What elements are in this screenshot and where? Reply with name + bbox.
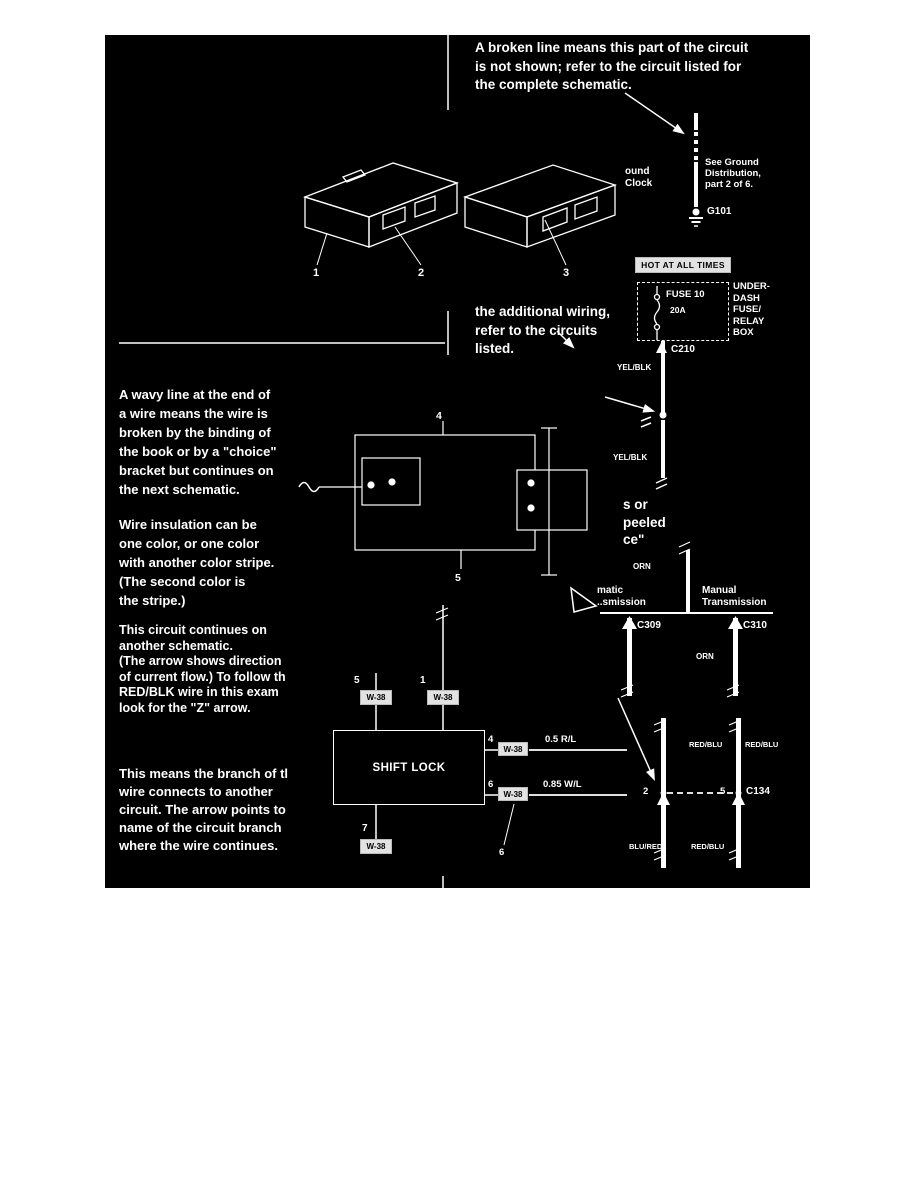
c134-pin-5: 5 bbox=[720, 786, 726, 797]
shiftlock-pin-4: 4 bbox=[488, 734, 494, 745]
additional-wiring-note: the additional wiring, refer to the circ… bbox=[475, 304, 610, 356]
shift-lock-wires bbox=[375, 605, 627, 846]
additional-wiring-arrow bbox=[556, 330, 575, 349]
see-ground-note: See Ground Distribution, part 2 of 6. bbox=[705, 157, 761, 190]
ground-wire-and-symbol bbox=[689, 113, 703, 227]
connector-arrow-icon bbox=[657, 792, 670, 805]
ground-id-label: G101 bbox=[707, 206, 732, 217]
broken-line-note: A broken line means this part of the cir… bbox=[475, 40, 749, 92]
shiftlock-pin-6: 6 bbox=[488, 779, 494, 790]
shift-lock-component-box: SHIFT LOCK bbox=[333, 730, 485, 805]
wire-color-blured-bottom: BLU/RED bbox=[629, 842, 663, 851]
component-figure-linework bbox=[298, 421, 588, 576]
shiftlock-pin-1: 1 bbox=[420, 675, 426, 686]
c309-label: C309 bbox=[637, 620, 661, 631]
connector-arrow-icon bbox=[728, 616, 743, 629]
connector-tag-w38-right-lower: W-38 bbox=[498, 787, 528, 801]
connector-callout-2: 2 bbox=[418, 267, 425, 279]
c210-wire bbox=[604, 341, 668, 490]
wire-color-yelblk-lower: YEL/BLK bbox=[613, 453, 648, 462]
schematic-legend-page: A broken line means this part of the cir… bbox=[105, 35, 810, 888]
c134-wires bbox=[617, 697, 745, 868]
connector-tag-w38-right-upper: W-38 bbox=[498, 742, 528, 756]
wire-label-05rl: 0.5 R/L bbox=[545, 734, 577, 745]
c134-label: C134 bbox=[746, 786, 770, 797]
c134-pin-2: 2 bbox=[643, 786, 649, 797]
connector-tag-w38-topright: W-38 bbox=[427, 690, 459, 705]
shiftlock-pin-5: 5 bbox=[354, 675, 360, 686]
wavy-line-note: A wavy line at the end of a wire means t… bbox=[119, 387, 277, 497]
terminal-icon bbox=[341, 169, 367, 183]
c210-label: C210 bbox=[671, 344, 695, 355]
column-separators bbox=[119, 35, 449, 888]
fuse-name-label: FUSE 10 bbox=[666, 289, 705, 300]
fuse-symbol bbox=[653, 286, 661, 340]
wire-color-yelblk-upper: YEL/BLK bbox=[617, 363, 652, 372]
wavy-line-icon bbox=[298, 481, 320, 493]
connector-housings-drawing bbox=[303, 162, 618, 266]
wire-color-redblu-topleft: RED/BLU bbox=[689, 740, 723, 749]
pointer-arrow-icon bbox=[570, 586, 598, 613]
insulation-note: Wire insulation can be one color, or one… bbox=[119, 517, 275, 608]
shiftlock-callout-6: 6 bbox=[499, 847, 505, 858]
branch-note: This means the branch of tl wire connect… bbox=[119, 766, 289, 853]
component-callout-4: 4 bbox=[436, 410, 442, 422]
c309-c310-wires bbox=[620, 616, 743, 698]
connector-tag-w38-bottom: W-38 bbox=[360, 839, 392, 854]
underdash-box-label: UNDER- DASH FUSE/ RELAY BOX bbox=[733, 281, 770, 338]
clipped-right-note: s or peeled ce" bbox=[623, 497, 666, 547]
hot-at-all-times-banner: HOT AT ALL TIMES bbox=[635, 257, 731, 273]
component-callout-5: 5 bbox=[455, 572, 461, 584]
ground-icon bbox=[692, 208, 700, 216]
automatic-transmission-clipped-label: matic ..smission bbox=[597, 585, 646, 608]
wire-color-redblu-bottom: RED/BLU bbox=[691, 842, 725, 851]
connector-arrow-icon bbox=[622, 616, 637, 629]
connector-callout-3: 3 bbox=[563, 267, 570, 279]
manual-transmission-label: Manual Transmission bbox=[702, 585, 767, 608]
clipped-component-label: ound Clock bbox=[625, 166, 653, 189]
wire-color-orn-top: ORN bbox=[633, 562, 651, 571]
wire-color-orn-mid: ORN bbox=[696, 652, 714, 661]
fuse-box-outline bbox=[637, 282, 729, 341]
wire-color-redblu-topright: RED/BLU bbox=[745, 740, 779, 749]
shiftlock-pin-7: 7 bbox=[362, 823, 368, 834]
broken-line-callout-arrow bbox=[624, 92, 685, 135]
continues-note: This circuit continues on another schema… bbox=[119, 623, 286, 715]
fuse-rating-label: 20A bbox=[670, 305, 686, 315]
connector-callout-1: 1 bbox=[313, 267, 320, 279]
c310-label: C310 bbox=[743, 620, 767, 631]
schematic-linework bbox=[119, 35, 773, 888]
connector-arrow-icon bbox=[656, 342, 667, 353]
wire-label-085wl: 0.85 W/L bbox=[543, 779, 582, 790]
connector-arrow-icon bbox=[732, 792, 745, 805]
orn-wire-and-choice-bus bbox=[570, 541, 773, 614]
connector-tag-w38-topleft: W-38 bbox=[360, 690, 392, 705]
